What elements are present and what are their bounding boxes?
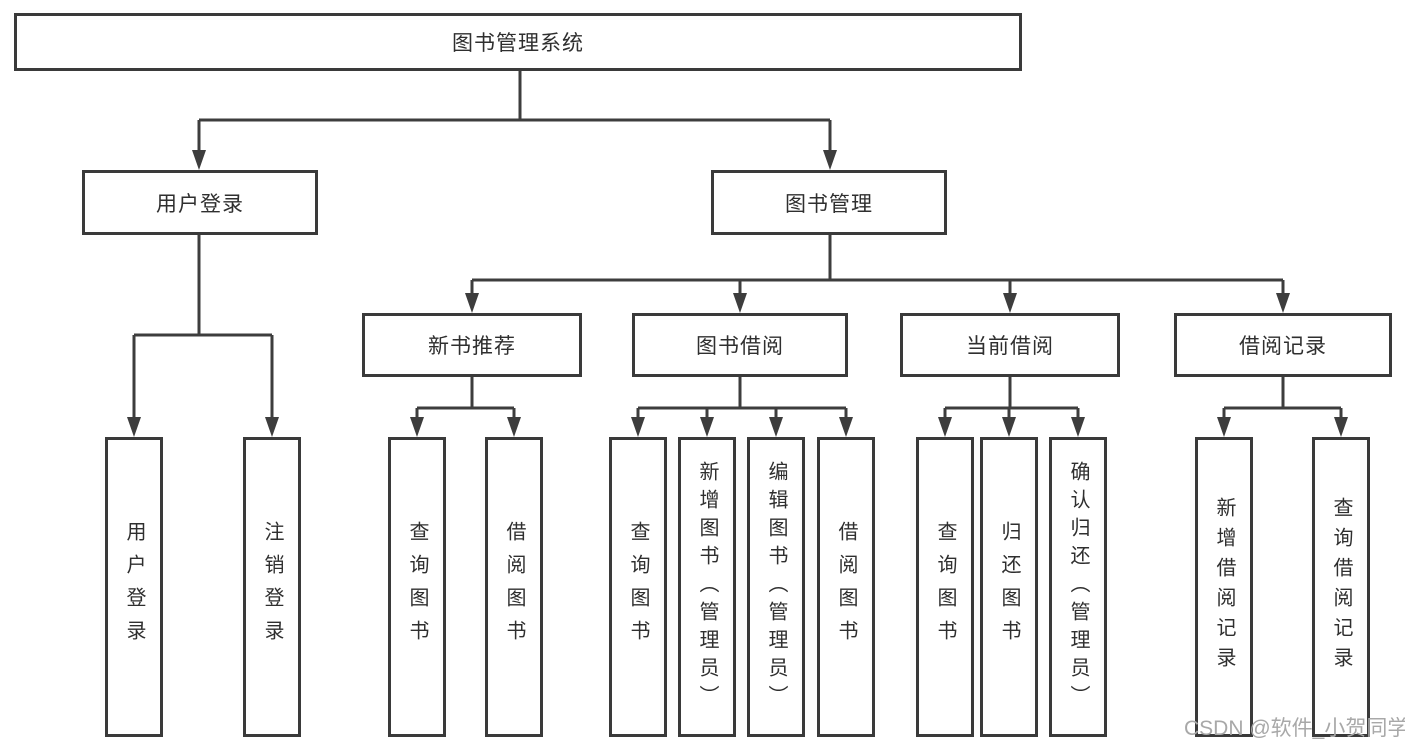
leaf-borrow-books-recommend: 借阅图书 <box>485 437 543 737</box>
leaf-logout-label: 注销登录 <box>261 521 283 653</box>
node-library-management-system: 图书管理系统 <box>14 13 1022 71</box>
leaf-edit-book-admin: 编辑图书（管理员） <box>747 437 805 737</box>
leaf-query-books-current: 查询图书 <box>916 437 974 737</box>
csdn-watermark: CSDN @软件_小贺同学 <box>1184 717 1405 740</box>
leaf-return-books-label: 归还图书 <box>998 521 1020 653</box>
leaf-logout: 注销登录 <box>243 437 301 737</box>
node-book-management-label: 图书管理 <box>785 192 873 216</box>
leaf-confirm-return-admin: 确认归还（管理员） <box>1049 437 1107 737</box>
node-user-login: 用户登录 <box>82 170 318 235</box>
node-new-book-recommend-label: 新书推荐 <box>428 335 516 358</box>
leaf-query-borrow-record-label: 查询借阅记录 <box>1330 497 1352 677</box>
leaf-confirm-return-admin-label: 确认归还（管理员） <box>1067 461 1089 713</box>
arrowheads <box>127 150 1348 437</box>
leaf-borrow-books-recommend-label: 借阅图书 <box>503 521 525 653</box>
leaf-query-books-recommend-label: 查询图书 <box>406 521 428 653</box>
node-borrowing-records-label: 借阅记录 <box>1239 335 1327 358</box>
leaf-add-book-admin: 新增图书（管理员） <box>678 437 736 737</box>
node-library-management-system-label: 图书管理系统 <box>452 32 584 55</box>
leaf-borrow-books: 借阅图书 <box>817 437 875 737</box>
leaf-query-books-borrow-label: 查询图书 <box>627 521 649 653</box>
leaf-user-login: 用户登录 <box>105 437 163 737</box>
node-book-borrowing: 图书借阅 <box>632 313 848 377</box>
node-book-management: 图书管理 <box>711 170 947 235</box>
node-current-borrowing-label: 当前借阅 <box>966 335 1054 358</box>
leaf-query-books-borrow: 查询图书 <box>609 437 667 737</box>
node-user-login-label: 用户登录 <box>156 192 244 216</box>
leaf-add-book-admin-label: 新增图书（管理员） <box>696 461 718 713</box>
leaf-add-borrow-record-label: 新增借阅记录 <box>1213 497 1235 677</box>
leaf-query-books-current-label: 查询图书 <box>934 521 956 653</box>
leaf-user-login-label: 用户登录 <box>123 521 145 653</box>
leaf-query-borrow-record: 查询借阅记录 <box>1312 437 1370 737</box>
node-book-borrowing-label: 图书借阅 <box>696 335 784 358</box>
leaf-add-borrow-record: 新增借阅记录 <box>1195 437 1253 737</box>
leaf-query-books-recommend: 查询图书 <box>388 437 446 737</box>
leaf-return-books: 归还图书 <box>980 437 1038 737</box>
node-borrowing-records: 借阅记录 <box>1174 313 1392 377</box>
leaf-edit-book-admin-label: 编辑图书（管理员） <box>765 461 787 713</box>
leaf-borrow-books-label: 借阅图书 <box>835 521 857 653</box>
node-current-borrowing: 当前借阅 <box>900 313 1120 377</box>
connector-paths <box>132 71 1343 419</box>
node-new-book-recommend: 新书推荐 <box>362 313 582 377</box>
